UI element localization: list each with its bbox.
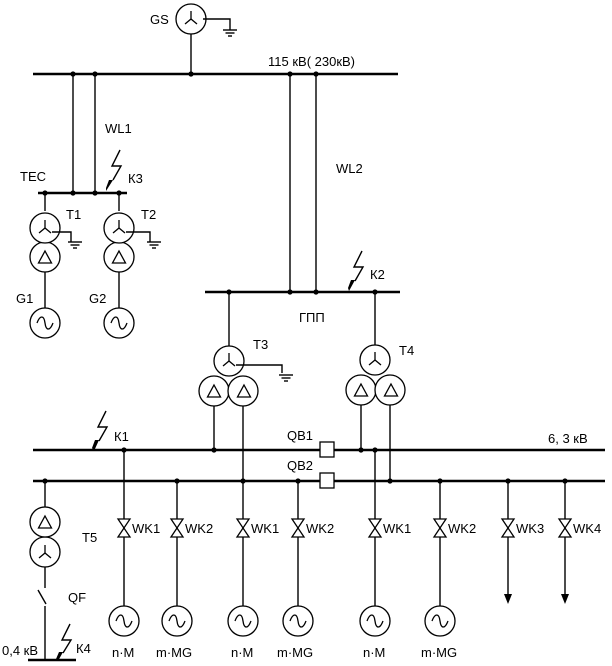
- gpp-label: ГПП: [299, 310, 325, 325]
- generator-g2: G2: [89, 272, 135, 339]
- breaker-qb2: [319, 472, 335, 489]
- t2-label: Т2: [141, 207, 156, 222]
- feeder-2-reactor: WK2: [185, 521, 213, 536]
- transformer-t1: Т1: [29, 193, 83, 273]
- feeder-4-load: m·MG: [277, 645, 313, 660]
- k3-label: К3: [128, 171, 143, 186]
- gs-label: GS: [150, 12, 169, 27]
- feeder-3-reactor: WK1: [251, 521, 279, 536]
- qb1-label: QB1: [287, 428, 313, 443]
- bus-6kv-label: 6, 3 кВ: [548, 431, 588, 446]
- transformer-t3: Т3: [198, 292, 294, 481]
- feeder-6-load: m·MG: [421, 645, 457, 660]
- feeder-6-reactor: WK2: [448, 521, 476, 536]
- feeder-2: WK2 m·MG: [156, 478, 213, 660]
- generator-g1: G1: [16, 272, 61, 339]
- feeder-3-load: n·M: [231, 645, 253, 660]
- transformer-t5: Т5: [29, 478, 97, 568]
- fault-k1: К1: [92, 410, 129, 451]
- feeder-1-load: n·M: [112, 645, 134, 660]
- t3-label: Т3: [253, 337, 268, 352]
- fault-k4: К4: [56, 623, 91, 661]
- feeder-1-reactor: WK1: [132, 521, 160, 536]
- wl1-label: WL1: [105, 121, 132, 136]
- breaker-qf: QF: [37, 567, 86, 660]
- feeder-4: WK2 m·MG: [277, 478, 334, 660]
- feeder-1: WK1 n·M: [108, 447, 160, 660]
- feeder-7: WK3: [501, 478, 544, 604]
- transformer-t2: Т2: [103, 193, 162, 273]
- breaker-qb1: [319, 441, 335, 458]
- feeder-3: WK1 n·M: [227, 481, 279, 660]
- fault-k3: К3: [106, 149, 143, 191]
- t5-label: Т5: [82, 530, 97, 545]
- feeder-8-reactor: WK4: [573, 521, 601, 536]
- feeder-6: WK2 m·MG: [421, 478, 476, 660]
- g2-label: G2: [89, 291, 106, 306]
- bus-04kv-label: 0,4 кВ: [2, 643, 38, 658]
- feeder-7-reactor: WK3: [516, 521, 544, 536]
- feeder-5-load: n·M: [363, 645, 385, 660]
- feeder-5: WK1 n·M: [359, 447, 411, 660]
- feeder-5-reactor: WK1: [383, 521, 411, 536]
- system-gs: GS: [150, 3, 238, 74]
- line-wl1: WL1: [72, 74, 132, 193]
- k1-label: К1: [114, 429, 129, 444]
- g1-label: G1: [16, 291, 33, 306]
- feeder-8: WK4: [558, 478, 601, 604]
- bus-115kv-label: 115 кВ( 230кВ): [268, 54, 355, 69]
- tec-label: ТЕС: [20, 169, 46, 184]
- k4-label: К4: [76, 641, 91, 656]
- k2-label: К2: [370, 267, 385, 282]
- t1-label: Т1: [66, 207, 81, 222]
- feeder-2-load: m·MG: [156, 645, 192, 660]
- fault-k2: К2: [348, 250, 385, 291]
- line-wl2: WL2: [289, 74, 363, 292]
- t4-label: Т4: [399, 343, 414, 358]
- feeder-4-reactor: WK2: [306, 521, 334, 536]
- qb2-label: QB2: [287, 458, 313, 473]
- qf-label: QF: [68, 590, 86, 605]
- transformer-t4: Т4: [345, 292, 414, 481]
- wl2-label: WL2: [336, 161, 363, 176]
